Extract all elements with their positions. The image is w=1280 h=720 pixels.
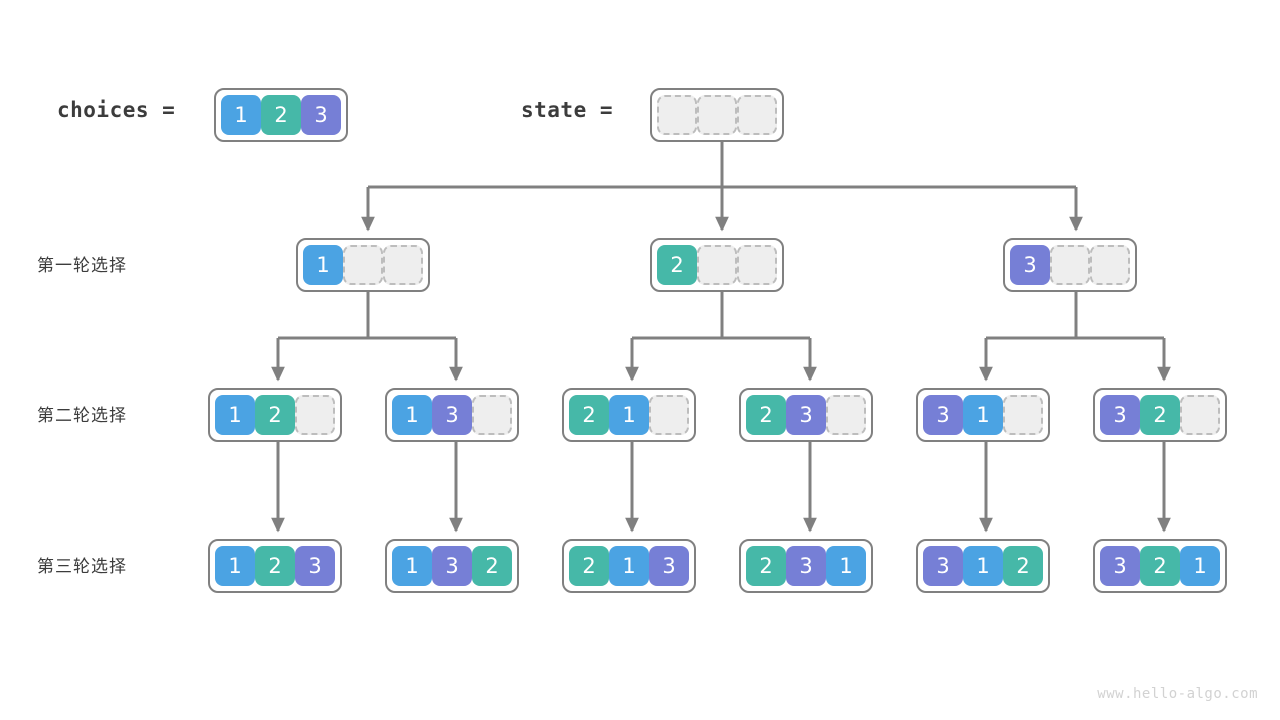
array-cell-value-3: 3 xyxy=(301,95,341,135)
array-cell-value-2: 2 xyxy=(255,546,295,586)
array-cell-value-1: 1 xyxy=(1180,546,1220,586)
array-cell-empty xyxy=(737,245,777,285)
array-cell-empty xyxy=(343,245,383,285)
array-cell-empty xyxy=(295,395,335,435)
array-cell-value-1: 1 xyxy=(392,395,432,435)
array-cell-value-3: 3 xyxy=(786,546,826,586)
array-cell-value-1: 1 xyxy=(215,395,255,435)
array-cell-empty xyxy=(1180,395,1220,435)
array-cell-value-1: 1 xyxy=(392,546,432,586)
array-cell-empty xyxy=(697,245,737,285)
array-cell-empty xyxy=(826,395,866,435)
watermark: www.hello-algo.com xyxy=(1097,686,1258,702)
row-label-round-1: 第一轮选择 xyxy=(37,256,127,276)
array-cell-value-1: 1 xyxy=(609,546,649,586)
array-cell-value-1: 1 xyxy=(303,245,343,285)
array-cell-value-3: 3 xyxy=(649,546,689,586)
array-cell-empty xyxy=(1050,245,1090,285)
array-cell-value-1: 1 xyxy=(826,546,866,586)
tree-node: 2 xyxy=(650,238,784,292)
array-cell-value-3: 3 xyxy=(923,546,963,586)
array-cell-value-3: 3 xyxy=(295,546,335,586)
array-cell-empty xyxy=(472,395,512,435)
array-cell-value-2: 2 xyxy=(569,395,609,435)
array-cell-value-1: 1 xyxy=(609,395,649,435)
array-cell-empty xyxy=(1090,245,1130,285)
array-cell-value-2: 2 xyxy=(657,245,697,285)
tree-node: 3 xyxy=(1003,238,1137,292)
array-cell-empty xyxy=(649,395,689,435)
array-cell-value-3: 3 xyxy=(432,395,472,435)
array-cell-empty xyxy=(737,95,777,135)
array-cell-value-1: 1 xyxy=(963,546,1003,586)
array-cell-value-2: 2 xyxy=(1140,395,1180,435)
array-cell-value-3: 3 xyxy=(1100,395,1140,435)
array-cell-value-1: 1 xyxy=(221,95,261,135)
array-cell-value-2: 2 xyxy=(472,546,512,586)
array-cell-value-3: 3 xyxy=(432,546,472,586)
row-label-round-3: 第三轮选择 xyxy=(37,557,127,577)
array-cell-value-2: 2 xyxy=(746,395,786,435)
array-cell-value-2: 2 xyxy=(1003,546,1043,586)
tree-node: 1 xyxy=(296,238,430,292)
array-cell-value-2: 2 xyxy=(569,546,609,586)
array-cell-value-1: 1 xyxy=(963,395,1003,435)
array-cell-empty xyxy=(1003,395,1043,435)
choices-label: choices = xyxy=(57,98,176,122)
row-label-round-2: 第二轮选择 xyxy=(37,406,127,426)
array-cell-value-3: 3 xyxy=(786,395,826,435)
array-cell-value-2: 2 xyxy=(261,95,301,135)
array-cell-value-2: 2 xyxy=(746,546,786,586)
array-cell-value-3: 3 xyxy=(923,395,963,435)
array-cell-value-2: 2 xyxy=(1140,546,1180,586)
state-label: state = xyxy=(521,98,614,122)
array-cell-empty xyxy=(383,245,423,285)
array-cell-value-1: 1 xyxy=(215,546,255,586)
array-cell-empty xyxy=(697,95,737,135)
array-cell-value-2: 2 xyxy=(255,395,295,435)
array-cell-value-3: 3 xyxy=(1010,245,1050,285)
state-array xyxy=(650,88,784,142)
array-cell-value-3: 3 xyxy=(1100,546,1140,586)
array-cell-empty xyxy=(657,95,697,135)
